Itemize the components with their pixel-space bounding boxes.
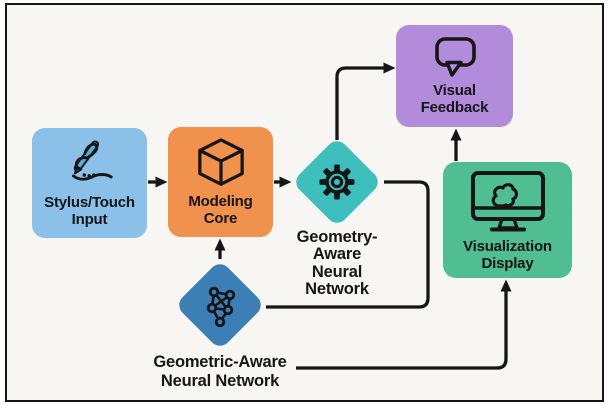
node-label-visualization-display: Visualization Display [463, 238, 552, 272]
node-visual-feedback: Visual Feedback [396, 25, 513, 127]
node-label-modeling-core: Modeling Core [188, 193, 253, 227]
node-label-geometry-aware-neural-network: Geometry- Aware Neural Network [296, 228, 378, 299]
edge-geometry-nn-to-visual-feedback [335, 62, 396, 140]
node-label-visual-feedback: Visual Feedback [420, 82, 489, 116]
stylus-icon [71, 140, 113, 181]
node-label-stylus-touch-input: Stylus/Touch Input [44, 194, 135, 228]
monitor-icon [470, 171, 545, 232]
neural-network-icon [206, 286, 236, 327]
edge-geometry-nn-to-geometric-nn [266, 180, 430, 309]
gear-icon [319, 164, 355, 200]
node-modeling-core: Modeling Core [168, 127, 273, 237]
node-label-geometric-aware-neural-network: Geometric-Aware Neural Network [153, 353, 287, 390]
speech-bubble-icon [434, 37, 476, 77]
node-stylus-touch-input: Stylus/Touch Input [32, 128, 147, 238]
node-visualization-display: Visualization Display [443, 162, 572, 278]
edge-geometric-nn-to-visualization [296, 279, 512, 370]
cube-icon [197, 138, 244, 186]
